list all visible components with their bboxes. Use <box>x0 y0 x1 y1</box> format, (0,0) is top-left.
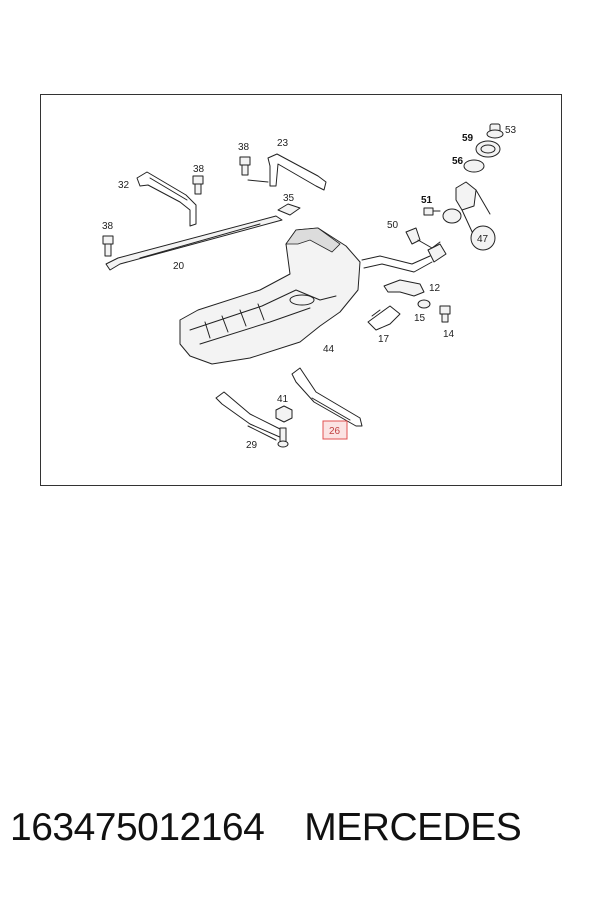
fuel-tank-44 <box>179 227 361 365</box>
bolt-29 <box>277 427 289 448</box>
label-50[interactable]: 50 <box>387 220 399 231</box>
label-38-a[interactable]: 38 <box>193 164 205 175</box>
bracket-12 <box>383 279 425 297</box>
washer-15 <box>417 299 431 309</box>
cap-53 <box>486 123 504 139</box>
bolt-38-b <box>239 156 251 176</box>
label-15[interactable]: 15 <box>414 313 426 324</box>
highlight-26[interactable]: 26 <box>322 420 348 440</box>
label-44[interactable]: 44 <box>323 344 335 355</box>
label-56[interactable]: 56 <box>452 156 464 167</box>
label-38-b[interactable]: 38 <box>238 142 250 153</box>
pad-35 <box>277 203 301 216</box>
label-38-c[interactable]: 38 <box>102 221 114 232</box>
ring-56 <box>463 159 485 173</box>
part-number: 163475012164 <box>10 806 265 849</box>
tank-strap-23 <box>247 153 327 191</box>
label-59[interactable]: 59 <box>462 133 474 144</box>
seal-ring-59 <box>475 140 501 158</box>
screw-51 <box>423 207 441 216</box>
footer-caption: 163475012164 MERCEDES <box>10 806 590 856</box>
label-23[interactable]: 23 <box>277 138 289 149</box>
bolt-38-c <box>102 235 114 257</box>
clip-17 <box>367 305 401 331</box>
label-53[interactable]: 53 <box>505 125 517 136</box>
connector-50 <box>405 227 441 249</box>
tank-strap-32 <box>136 171 197 227</box>
label-12[interactable]: 12 <box>429 283 441 294</box>
label-20[interactable]: 20 <box>173 261 185 272</box>
label-32[interactable]: 32 <box>118 180 130 191</box>
bolt-14 <box>439 305 451 323</box>
brand-name: MERCEDES <box>304 806 522 849</box>
label-35[interactable]: 35 <box>283 193 295 204</box>
label-29[interactable]: 29 <box>246 440 258 451</box>
nut-41 <box>275 405 293 423</box>
callout-47 <box>470 225 496 251</box>
label-14[interactable]: 14 <box>443 329 455 340</box>
label-17[interactable]: 17 <box>378 334 390 345</box>
label-26[interactable]: 26 <box>329 426 341 437</box>
bolt-38-a <box>192 175 204 195</box>
label-51[interactable]: 51 <box>421 195 433 206</box>
filler-pipe <box>361 243 447 273</box>
tank-strap-20 <box>105 215 283 271</box>
tank-strap-26 <box>291 367 363 427</box>
filler-housing <box>442 181 491 237</box>
part-labels: 53 59 56 51 50 47 23 38 38 32 35 38 20 1… <box>102 125 517 451</box>
label-41[interactable]: 41 <box>277 394 289 405</box>
tank-strap-29 <box>215 391 283 441</box>
label-47[interactable]: 47 <box>477 234 489 245</box>
